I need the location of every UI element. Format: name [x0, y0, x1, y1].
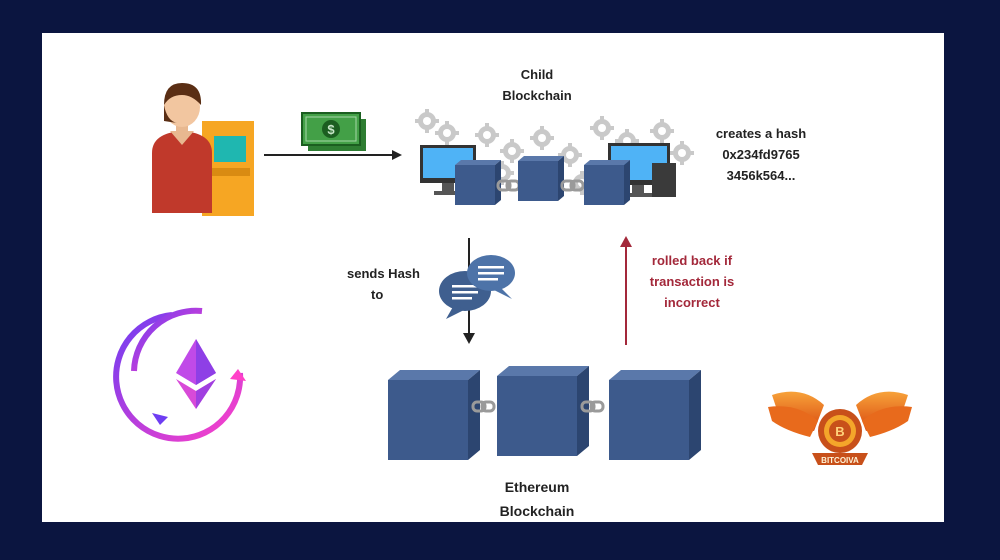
ethereum-block-1	[388, 370, 480, 460]
rollback-label: rolled back if transaction is incorrect	[649, 253, 735, 310]
ethereum-logo-icon	[113, 307, 246, 442]
svg-text:$: $	[327, 122, 335, 137]
chain-link-icon	[560, 179, 585, 192]
diagram-canvas: $	[42, 33, 944, 522]
ethereum-block-3	[609, 370, 701, 460]
child-blockchain-graphic	[415, 109, 694, 205]
chat-bubbles-icon	[439, 255, 515, 319]
ethereum-blockchain-label: Ethereum Blockchain	[499, 479, 575, 519]
sends-hash-label: sends Hash to	[347, 266, 420, 302]
ethereum-blockchain-graphic	[388, 366, 701, 460]
hash-label: creates a hash 0x234fd9765 3456k564...	[715, 126, 807, 183]
diagram-graphics: $	[113, 83, 912, 465]
small-block-2	[518, 156, 564, 201]
child-blockchain-label: Child Blockchain	[502, 67, 572, 103]
person-atm-icon	[152, 83, 254, 216]
chain-link-icon	[471, 400, 496, 413]
chain-link-icon	[580, 400, 605, 413]
small-block-1	[455, 160, 501, 205]
bitcoiva-logo-text: BITCOIVA	[821, 456, 859, 465]
small-block-3	[584, 160, 630, 205]
ethereum-block-2	[497, 366, 589, 456]
svg-text:B: B	[835, 424, 844, 439]
chain-link-icon	[496, 179, 521, 192]
bitcoiva-logo-icon: B BITCOIVA	[768, 391, 912, 465]
money-icon: $	[301, 112, 366, 151]
